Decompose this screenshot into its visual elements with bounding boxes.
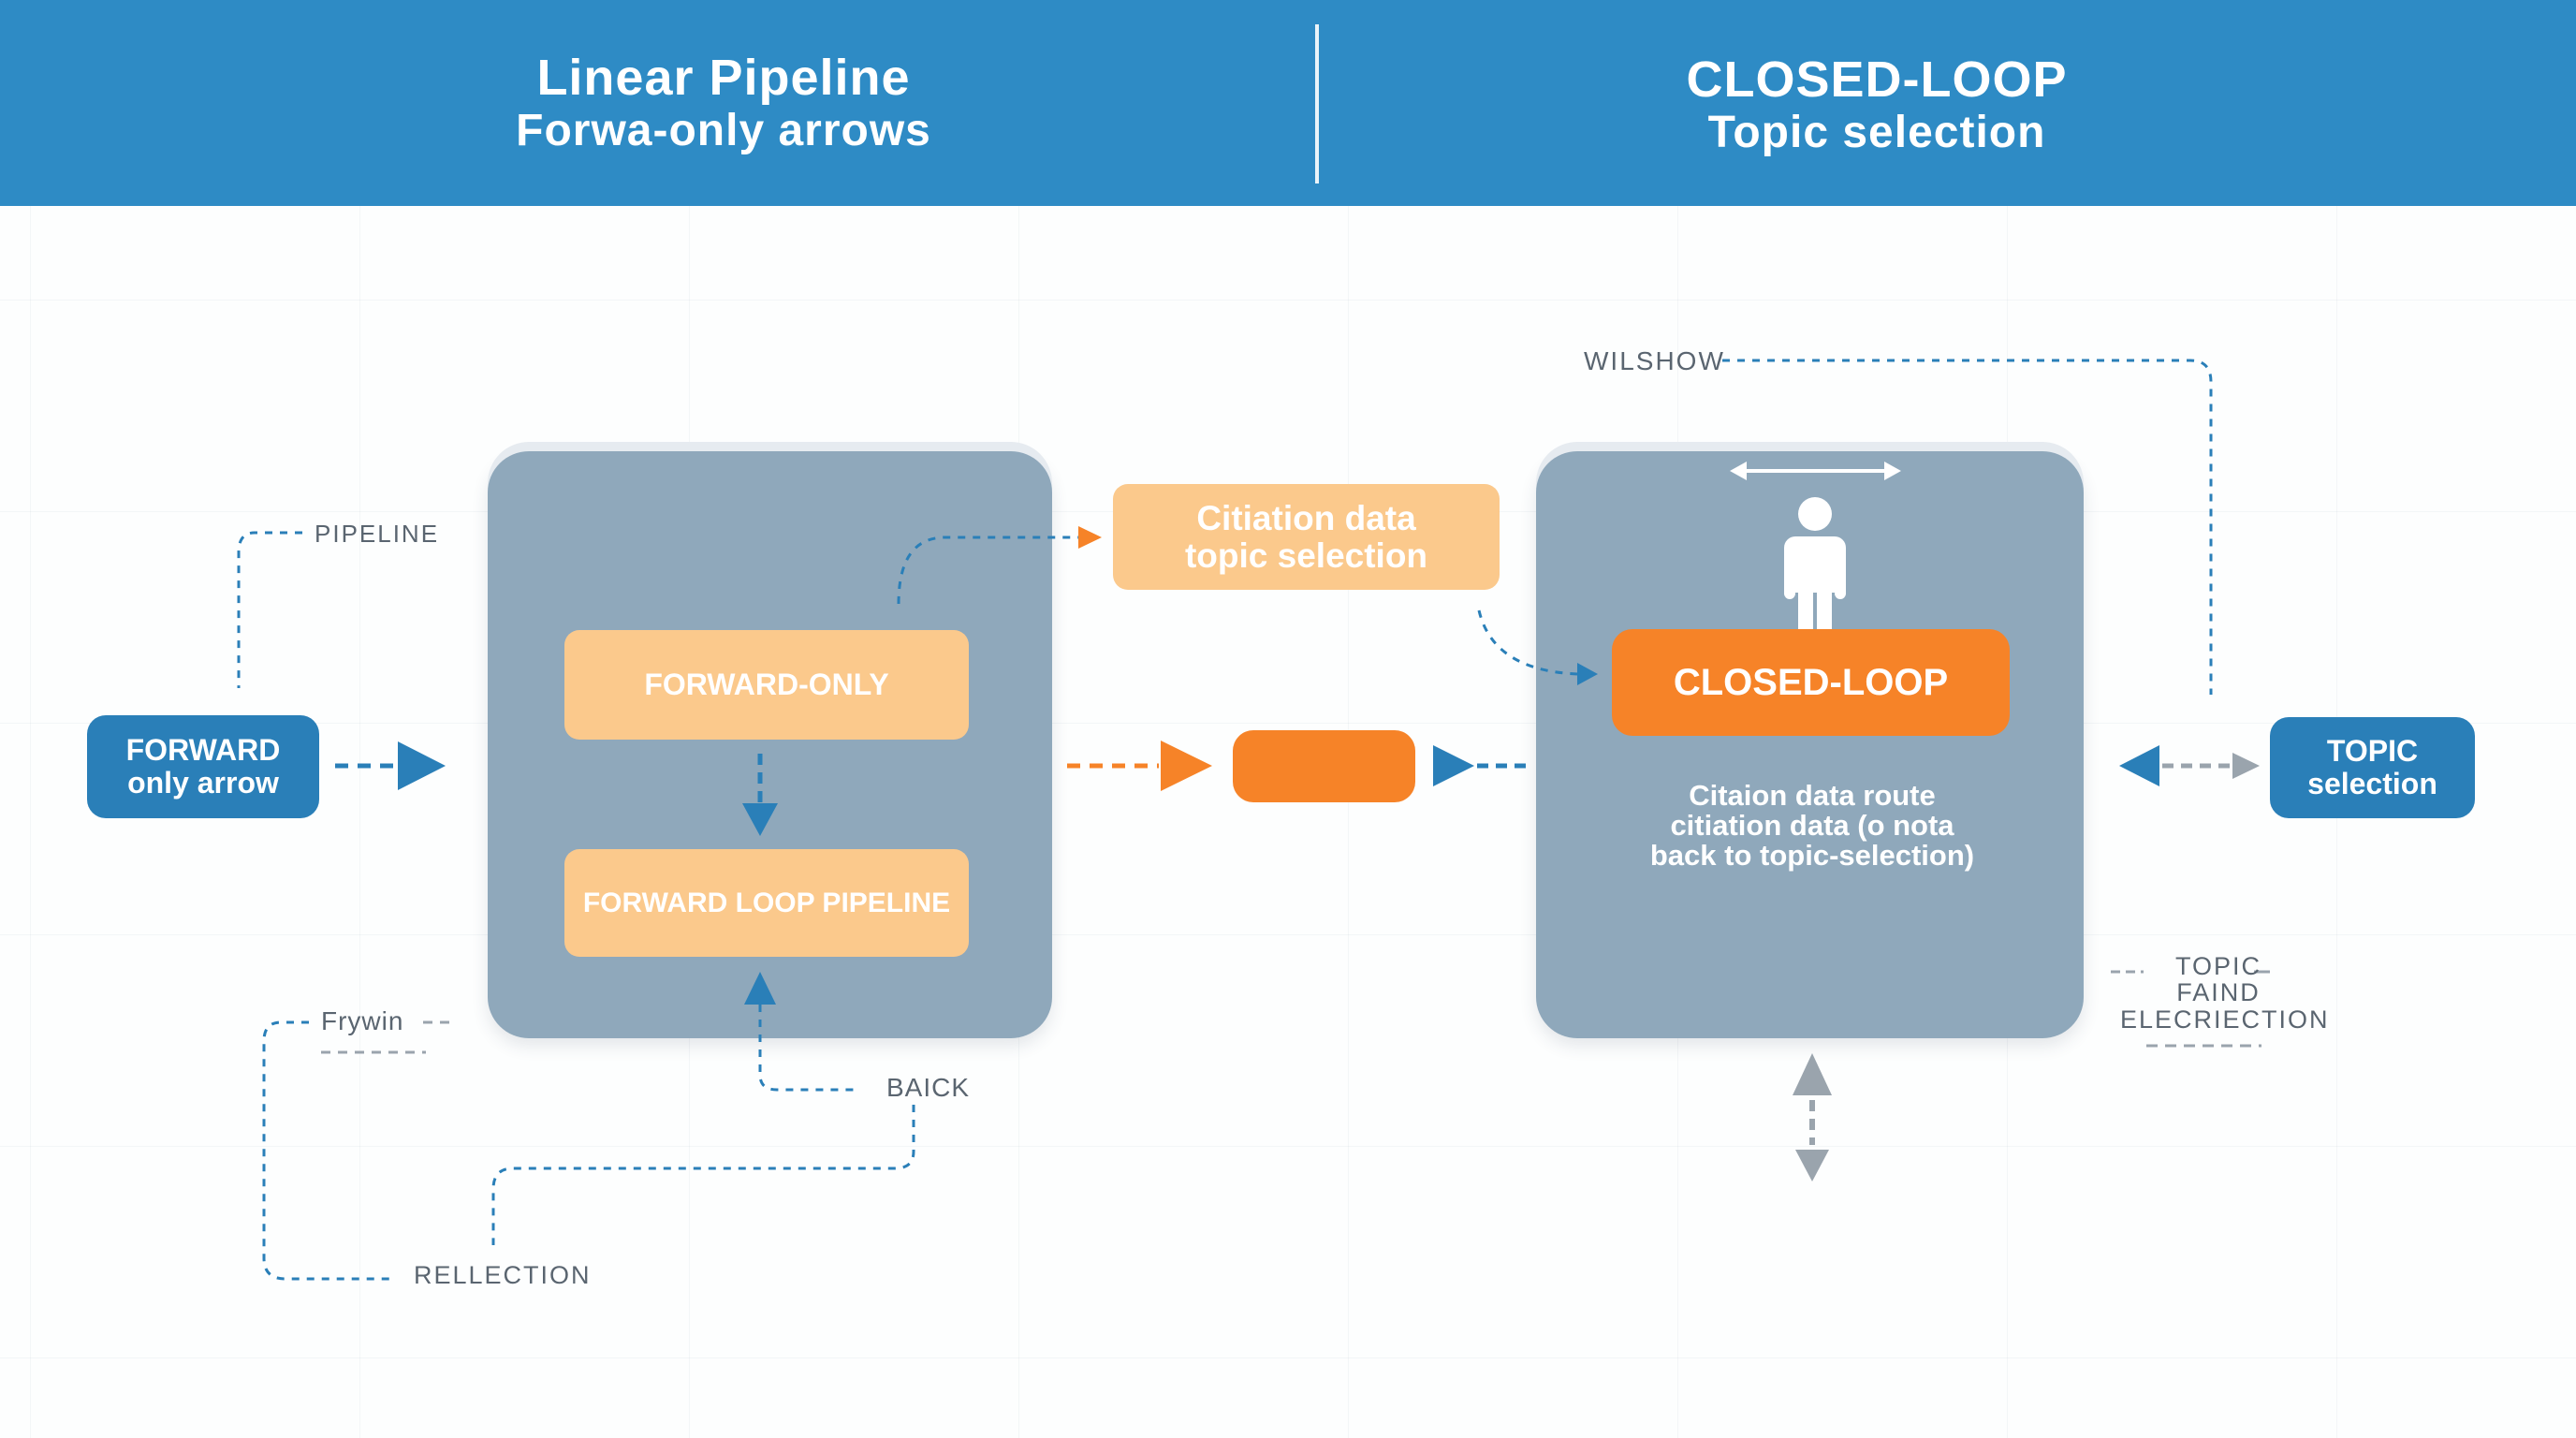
citation-box-line2: topic selection <box>1184 536 1428 575</box>
pipeline-label: PIPELINE <box>315 520 440 548</box>
topic-faind-label: TOPIC FAIND ELECRIECTION <box>2120 952 2330 1034</box>
forward-only-node[interactable]: FORWARD only arrow <box>87 715 319 818</box>
forward-node-line1: FORWARD <box>125 732 281 767</box>
wilshow-label: WILSHOW <box>1584 346 1725 375</box>
left-title: Linear Pipeline <box>536 50 911 106</box>
citation-to-closed-connector <box>1477 609 1578 676</box>
caption-line-3: back to topic-selection) <box>1649 839 1975 873</box>
frywin-label: Frywin <box>321 1006 404 1035</box>
topic-faind-line2: FAIND <box>2176 978 2261 1007</box>
right-title: CLOSED-LOOP <box>1686 51 2068 108</box>
double-arrow-horizontal-icon <box>1730 462 1901 480</box>
forward-loop-pipeline-box[interactable]: FORWARD LOOP PIPELINE <box>564 849 969 957</box>
left-arrowhead-right-node <box>2119 745 2159 786</box>
topic-node-line2: selection <box>2307 767 2437 800</box>
background-grid <box>0 206 2576 1438</box>
caption-line-2: citiation data (o nota <box>1670 809 1954 843</box>
topic-faind-line3: ELECRIECTION <box>2120 1005 2330 1034</box>
process-node-blank[interactable] <box>1233 730 1415 802</box>
baick-label: BAICK <box>886 1073 971 1102</box>
pipeline-connector <box>237 531 302 688</box>
right-panel-arrowhead <box>1433 745 1474 786</box>
header-divider <box>1315 24 1319 183</box>
orange-flow-arrowhead <box>1161 741 1212 791</box>
rellection-connector <box>491 1105 915 1245</box>
citation-data-box[interactable]: Citiation data topic selection <box>1113 484 1500 590</box>
topic-selection-node[interactable]: TOPIC selection <box>2270 717 2475 818</box>
frywin-connector <box>262 1020 393 1281</box>
forward-arrowhead-left <box>398 741 446 790</box>
up-arrowhead <box>744 972 776 1005</box>
closed-loop-arrowhead <box>1577 663 1598 685</box>
citation-connector <box>897 536 1081 605</box>
wilshow-connector <box>1722 359 2213 695</box>
header-bar: Linear Pipeline Forwa-only arrows CLOSED… <box>0 0 2576 206</box>
person-icon <box>1784 497 1846 630</box>
forward-only-box[interactable]: FORWARD-ONLY <box>564 630 969 740</box>
forward-node-line2: only arrow <box>127 766 279 800</box>
closed-loop-box[interactable]: CLOSED-LOOP <box>1612 629 2010 736</box>
double-arrow-vertical-icon <box>1793 1053 1832 1181</box>
baick-connector <box>758 1005 859 1092</box>
right-node-arrowhead <box>2232 753 2260 779</box>
left-subtitle: Forwa-only arrows <box>516 106 931 155</box>
down-arrowhead <box>742 803 778 836</box>
caption-line-1: Citaion data route <box>1689 779 1936 812</box>
citation-box-line1: Citiation data <box>1196 498 1416 537</box>
rellection-label: RELLECTION <box>414 1261 592 1289</box>
right-subtitle: Topic selection <box>1707 108 2046 157</box>
topic-faind-line1: TOPIC <box>2174 952 2261 980</box>
closed-loop-caption: Citaion data route citiation data (o not… <box>1583 779 2042 873</box>
topic-node-line1: TOPIC <box>2326 733 2419 768</box>
citation-arrowhead <box>1078 526 1102 549</box>
